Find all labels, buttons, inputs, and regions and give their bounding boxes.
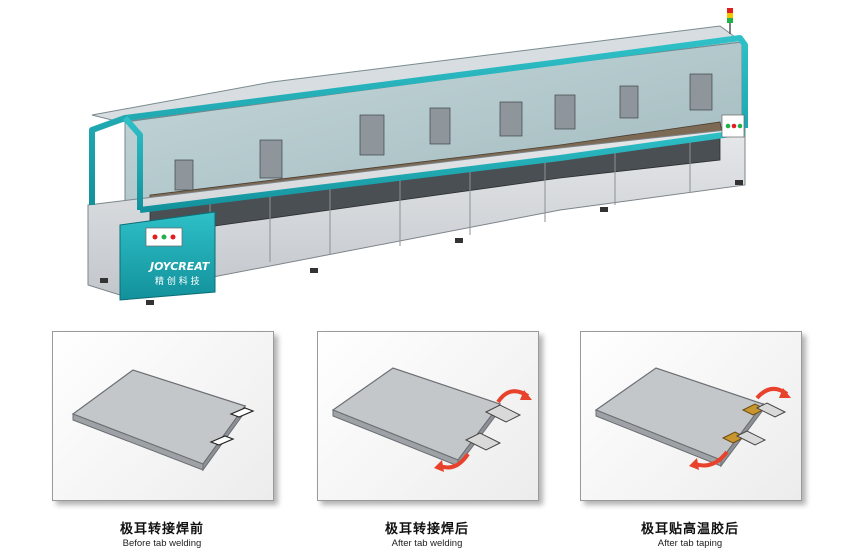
battery-before-welding-illustration — [71, 369, 255, 472]
indicator-light-red — [152, 234, 158, 240]
stage-2-title-cn: 极耳转接焊后 — [384, 522, 469, 537]
stage-1-title-en: Before tab welding — [122, 538, 202, 549]
signal-tower — [727, 8, 733, 34]
welded-tab-2 — [464, 432, 502, 451]
tab-1 — [229, 407, 255, 418]
stage-2-title-en: After tab welding — [391, 538, 463, 549]
taped-tab-1 — [755, 402, 787, 418]
welding-heads — [174, 73, 713, 191]
indicator-light-red-2 — [170, 234, 176, 240]
brand-logo-text: JOYCREAT — [148, 260, 211, 273]
stage-1-title-cn: 极耳转接焊前 — [119, 522, 204, 537]
stage-3-title-cn: 极耳贴高温胶后 — [640, 522, 739, 537]
stage-panel-before-welding — [52, 331, 274, 501]
stage-panel-after-taping — [580, 331, 802, 501]
machine-feet — [100, 180, 743, 305]
right-indicator-3 — [737, 123, 743, 129]
tab-2 — [209, 435, 235, 446]
taped-tab-2 — [735, 430, 767, 446]
stage-3-title-en: After tab taping — [657, 538, 723, 549]
left-control-box — [119, 211, 216, 301]
welded-tab-1 — [484, 404, 522, 423]
teal-frame — [89, 35, 748, 213]
brand-logo-text-cn: 精 创 科 技 — [155, 275, 200, 287]
battery-after-taping-illustration — [594, 367, 791, 470]
battery-after-welding-illustration — [331, 367, 532, 472]
panel-dividers — [209, 140, 691, 270]
right-indicator-1 — [725, 123, 731, 129]
right-indicator-2 — [731, 123, 737, 129]
production-line-machine: JOYCREAT 精 创 科 技 — [87, 8, 748, 305]
stage-panel-after-welding — [317, 331, 539, 501]
indicator-light-green — [161, 234, 167, 240]
